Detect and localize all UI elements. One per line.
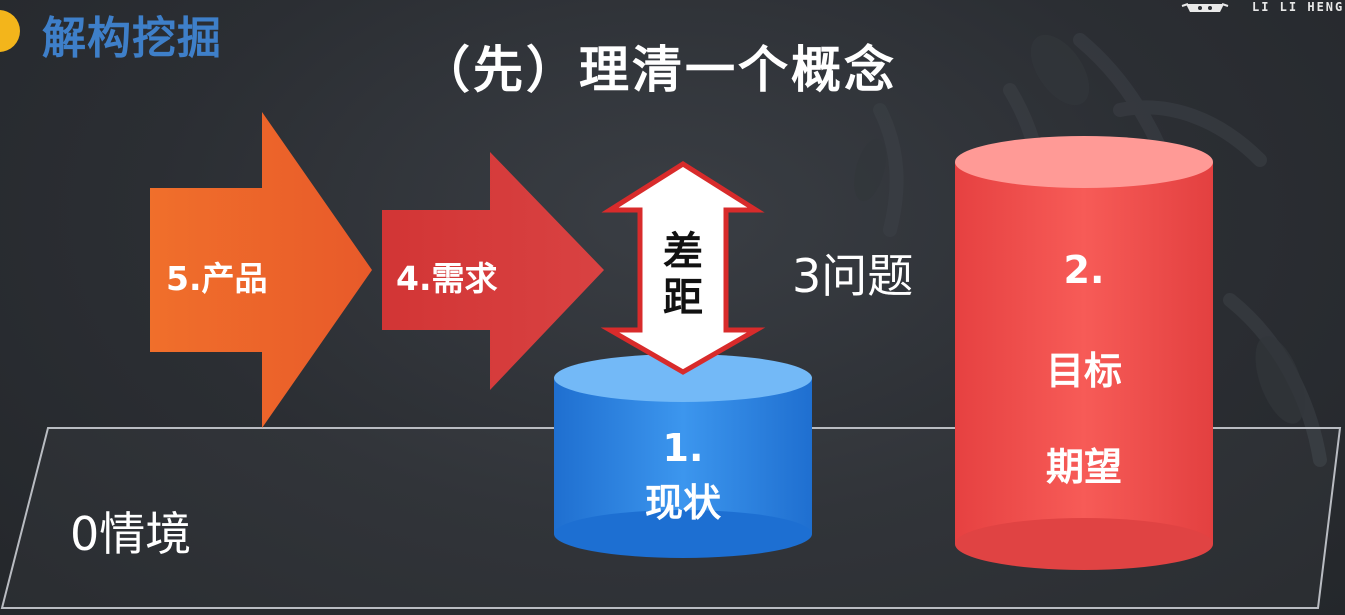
current-cylinder [554, 354, 812, 558]
gap-label-top: 差 [663, 229, 703, 275]
demand-arrow [382, 152, 604, 390]
problem-label: 3问题 [792, 249, 914, 303]
current-number: 1. [662, 426, 704, 470]
product-arrow [150, 112, 372, 428]
goal-label-expectation: 期望 [1045, 445, 1122, 489]
gap-double-arrow [600, 161, 766, 375]
cartoon-face-logo-icon [1181, 3, 1229, 12]
context-platform [0, 427, 1342, 609]
brand-logo-text: LI LI HENG [1252, 0, 1345, 14]
goal-label-target: 目标 [1045, 349, 1122, 393]
section-title: 解构挖掘 [42, 13, 222, 64]
product-arrow-label: 5.产品 [166, 259, 268, 298]
slide-headline: （先）理清一个概念 [420, 41, 897, 99]
goal-cylinder [955, 136, 1213, 570]
gap-label-bottom: 距 [663, 275, 703, 321]
context-label: 0情境 [70, 507, 192, 561]
goal-number: 2. [1063, 248, 1105, 292]
current-label: 现状 [644, 481, 721, 525]
demand-arrow-label: 4.需求 [396, 259, 498, 298]
accent-dot [0, 10, 20, 52]
